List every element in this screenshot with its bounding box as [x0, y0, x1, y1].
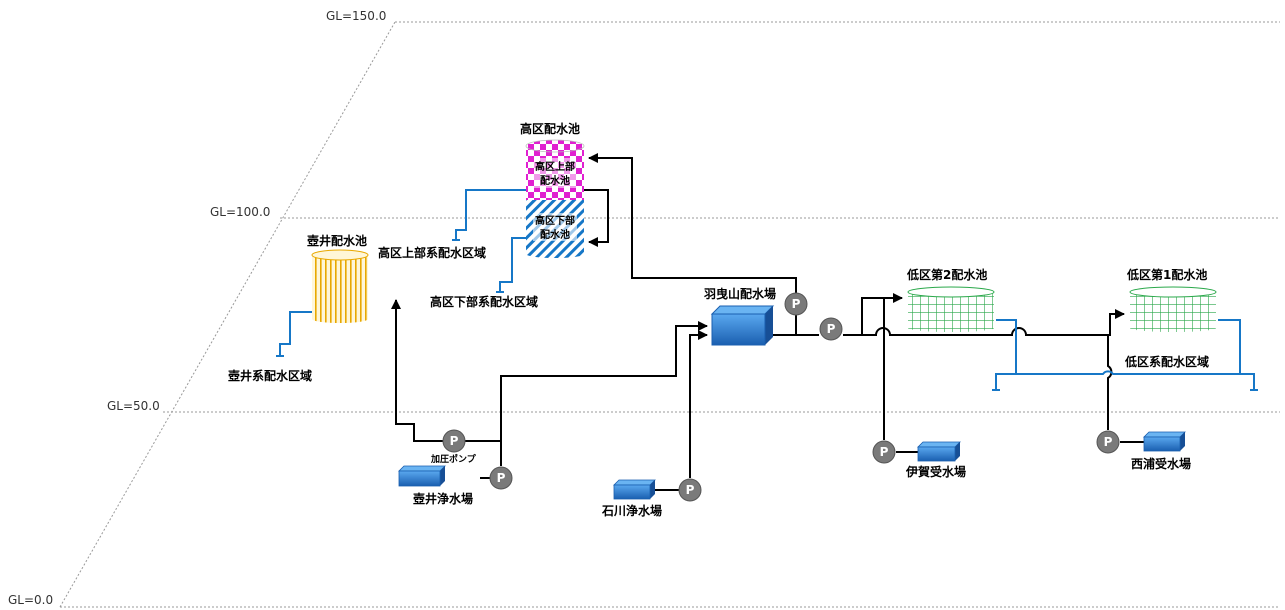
tsuboi-plant-label: 壺井浄水場: [413, 491, 473, 506]
iga-station-label: 伊賀受水場: [905, 464, 966, 479]
svg-text:高区上部: 高区上部: [535, 160, 575, 173]
elevation-label-0: GL=0.0: [8, 593, 53, 607]
teiku-area-label: 低区系配水区域: [1124, 354, 1209, 369]
teiku-1-tank: 低区第1配水池: [1126, 267, 1217, 332]
ishikawa-plant: 石川浄水場: [601, 479, 662, 518]
distribution-pipes: [276, 189, 1258, 391]
svg-text:配水池: 配水池: [540, 228, 570, 241]
iga-station-pump: P: [872, 440, 896, 464]
koku-upper-area-label: 高区上部系配水区域: [378, 245, 486, 260]
svg-text:P: P: [497, 471, 506, 485]
koku-lower-area-label: 高区下部系配水区域: [430, 294, 538, 309]
habikiyama-station: 羽曳山配水場: [704, 286, 776, 346]
supply-pipes: [391, 153, 1144, 491]
elevation-label-100: GL=100.0: [210, 205, 270, 219]
svg-text:P: P: [827, 322, 836, 336]
nishiura-station-label: 西浦受水場: [1131, 456, 1191, 471]
svg-text:P: P: [686, 483, 695, 497]
svg-text:配水池: 配水池: [540, 174, 570, 187]
elevation-guides: [59, 21, 1280, 608]
iga-station: 伊賀受水場: [905, 441, 966, 479]
teiku-1-tank-label: 低区第1配水池: [1126, 267, 1207, 282]
ishikawa-plant-label: 石川浄水場: [601, 503, 662, 518]
booster-pump: P: [442, 429, 466, 453]
svg-text:P: P: [450, 434, 459, 448]
svg-text:高区下部: 高区下部: [535, 214, 575, 227]
koku-tank-label: 高区配水池: [520, 121, 580, 136]
tsuboi-plant-pump: P: [489, 466, 513, 490]
svg-text:P: P: [880, 445, 889, 459]
teiku-2-tank: 低区第2配水池: [906, 267, 995, 332]
booster-pump-label: 加圧ポンプ: [430, 453, 477, 465]
nishiura-station-pump: P: [1096, 430, 1120, 454]
habikiyama-high-pump: P: [784, 292, 808, 316]
svg-text:P: P: [1104, 435, 1113, 449]
tsuboi-tank-label: 壺井配水池: [307, 233, 367, 248]
svg-text:P: P: [792, 297, 801, 311]
teiku-2-tank-label: 低区第2配水池: [906, 267, 987, 282]
tsuboi-area-label: 壺井系配水区域: [228, 368, 312, 383]
nishiura-station: 西浦受水場: [1131, 431, 1191, 471]
tsuboi-tank: 壺井配水池: [307, 233, 369, 323]
ishikawa-plant-pump: P: [678, 478, 702, 502]
koku-upper-tank: 高区上部 配水池: [525, 139, 585, 200]
koku-lower-tank: 高区下部 配水池: [526, 200, 584, 258]
habikiyama-low-pump: P: [819, 317, 843, 341]
koku-tank: 高区配水池 高区上部 配水池 高区下部 配水池: [520, 121, 585, 258]
elevation-label-150: GL=150.0: [326, 9, 386, 23]
elevation-label-50: GL=50.0: [107, 399, 160, 413]
habikiyama-station-label: 羽曳山配水場: [704, 286, 776, 301]
tsuboi-plant: 壺井浄水場: [398, 465, 473, 506]
